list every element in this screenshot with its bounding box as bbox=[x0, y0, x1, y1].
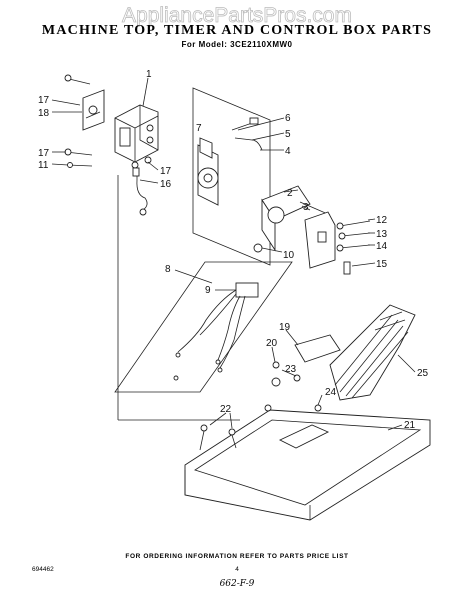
screw-parts bbox=[64, 74, 152, 169]
leader-lines bbox=[51, 77, 416, 431]
ordering-instruction: FOR ORDERING INFORMATION REFER TO PARTS … bbox=[125, 553, 348, 560]
model-subtitle: For Model: 3CE2110XMW0 bbox=[181, 40, 292, 49]
callout-11: 11 bbox=[38, 160, 49, 171]
callout-10: 10 bbox=[283, 250, 295, 261]
door-bracket-part bbox=[271, 334, 341, 387]
callout-22: 22 bbox=[220, 404, 232, 415]
wire-lead-part bbox=[132, 167, 148, 216]
page-number: 4 bbox=[235, 566, 239, 573]
handwritten-note: 662-F-9 bbox=[220, 579, 255, 589]
callout-13: 13 bbox=[376, 229, 388, 240]
timer-assembly-part bbox=[261, 185, 331, 252]
callout-4: 4 bbox=[285, 146, 291, 157]
callout-16: 16 bbox=[160, 179, 172, 190]
callout-7: 7 bbox=[196, 123, 202, 134]
callout-14: 14 bbox=[376, 241, 388, 252]
callout-23: 23 bbox=[285, 364, 297, 375]
callout-18: 18 bbox=[38, 108, 50, 119]
callout-17-mid: 17 bbox=[38, 148, 50, 159]
mounting-plate-part bbox=[82, 89, 105, 131]
callout-21: 21 bbox=[404, 420, 416, 431]
callout-labels: 1 2 3 4 5 6 7 8 9 10 11 12 13 14 15 16 1… bbox=[38, 69, 429, 431]
machine-top-part bbox=[184, 409, 431, 521]
fastener-parts bbox=[253, 220, 371, 275]
callout-25: 25 bbox=[417, 368, 429, 379]
control-box-part bbox=[114, 104, 159, 163]
callout-17-right: 17 bbox=[160, 166, 172, 177]
document-number: 694462 bbox=[32, 566, 54, 573]
callout-3: 3 bbox=[303, 202, 309, 213]
callout-8: 8 bbox=[165, 264, 171, 275]
callout-2: 2 bbox=[287, 188, 293, 199]
callout-5: 5 bbox=[285, 129, 291, 140]
callout-12: 12 bbox=[376, 215, 388, 226]
timer-panel bbox=[192, 87, 271, 266]
assembly-outline bbox=[117, 175, 240, 421]
callout-15: 15 bbox=[376, 259, 388, 270]
callout-6: 6 bbox=[285, 113, 291, 124]
top-screws-parts bbox=[199, 404, 322, 451]
callout-19: 19 bbox=[279, 322, 291, 333]
lint-screen-part bbox=[329, 304, 416, 401]
callout-24: 24 bbox=[325, 387, 337, 398]
knob-bracket-part bbox=[304, 211, 336, 269]
wiring-harness-panel bbox=[114, 261, 293, 393]
page-title: MACHINE TOP, TIMER AND CONTROL BOX PARTS bbox=[42, 23, 432, 38]
callout-1: 1 bbox=[146, 69, 152, 80]
watermark-text: AppliancePartsPros.com bbox=[122, 4, 352, 27]
callout-17-top: 17 bbox=[38, 95, 50, 106]
callout-9: 9 bbox=[205, 285, 211, 296]
callout-20: 20 bbox=[266, 338, 278, 349]
